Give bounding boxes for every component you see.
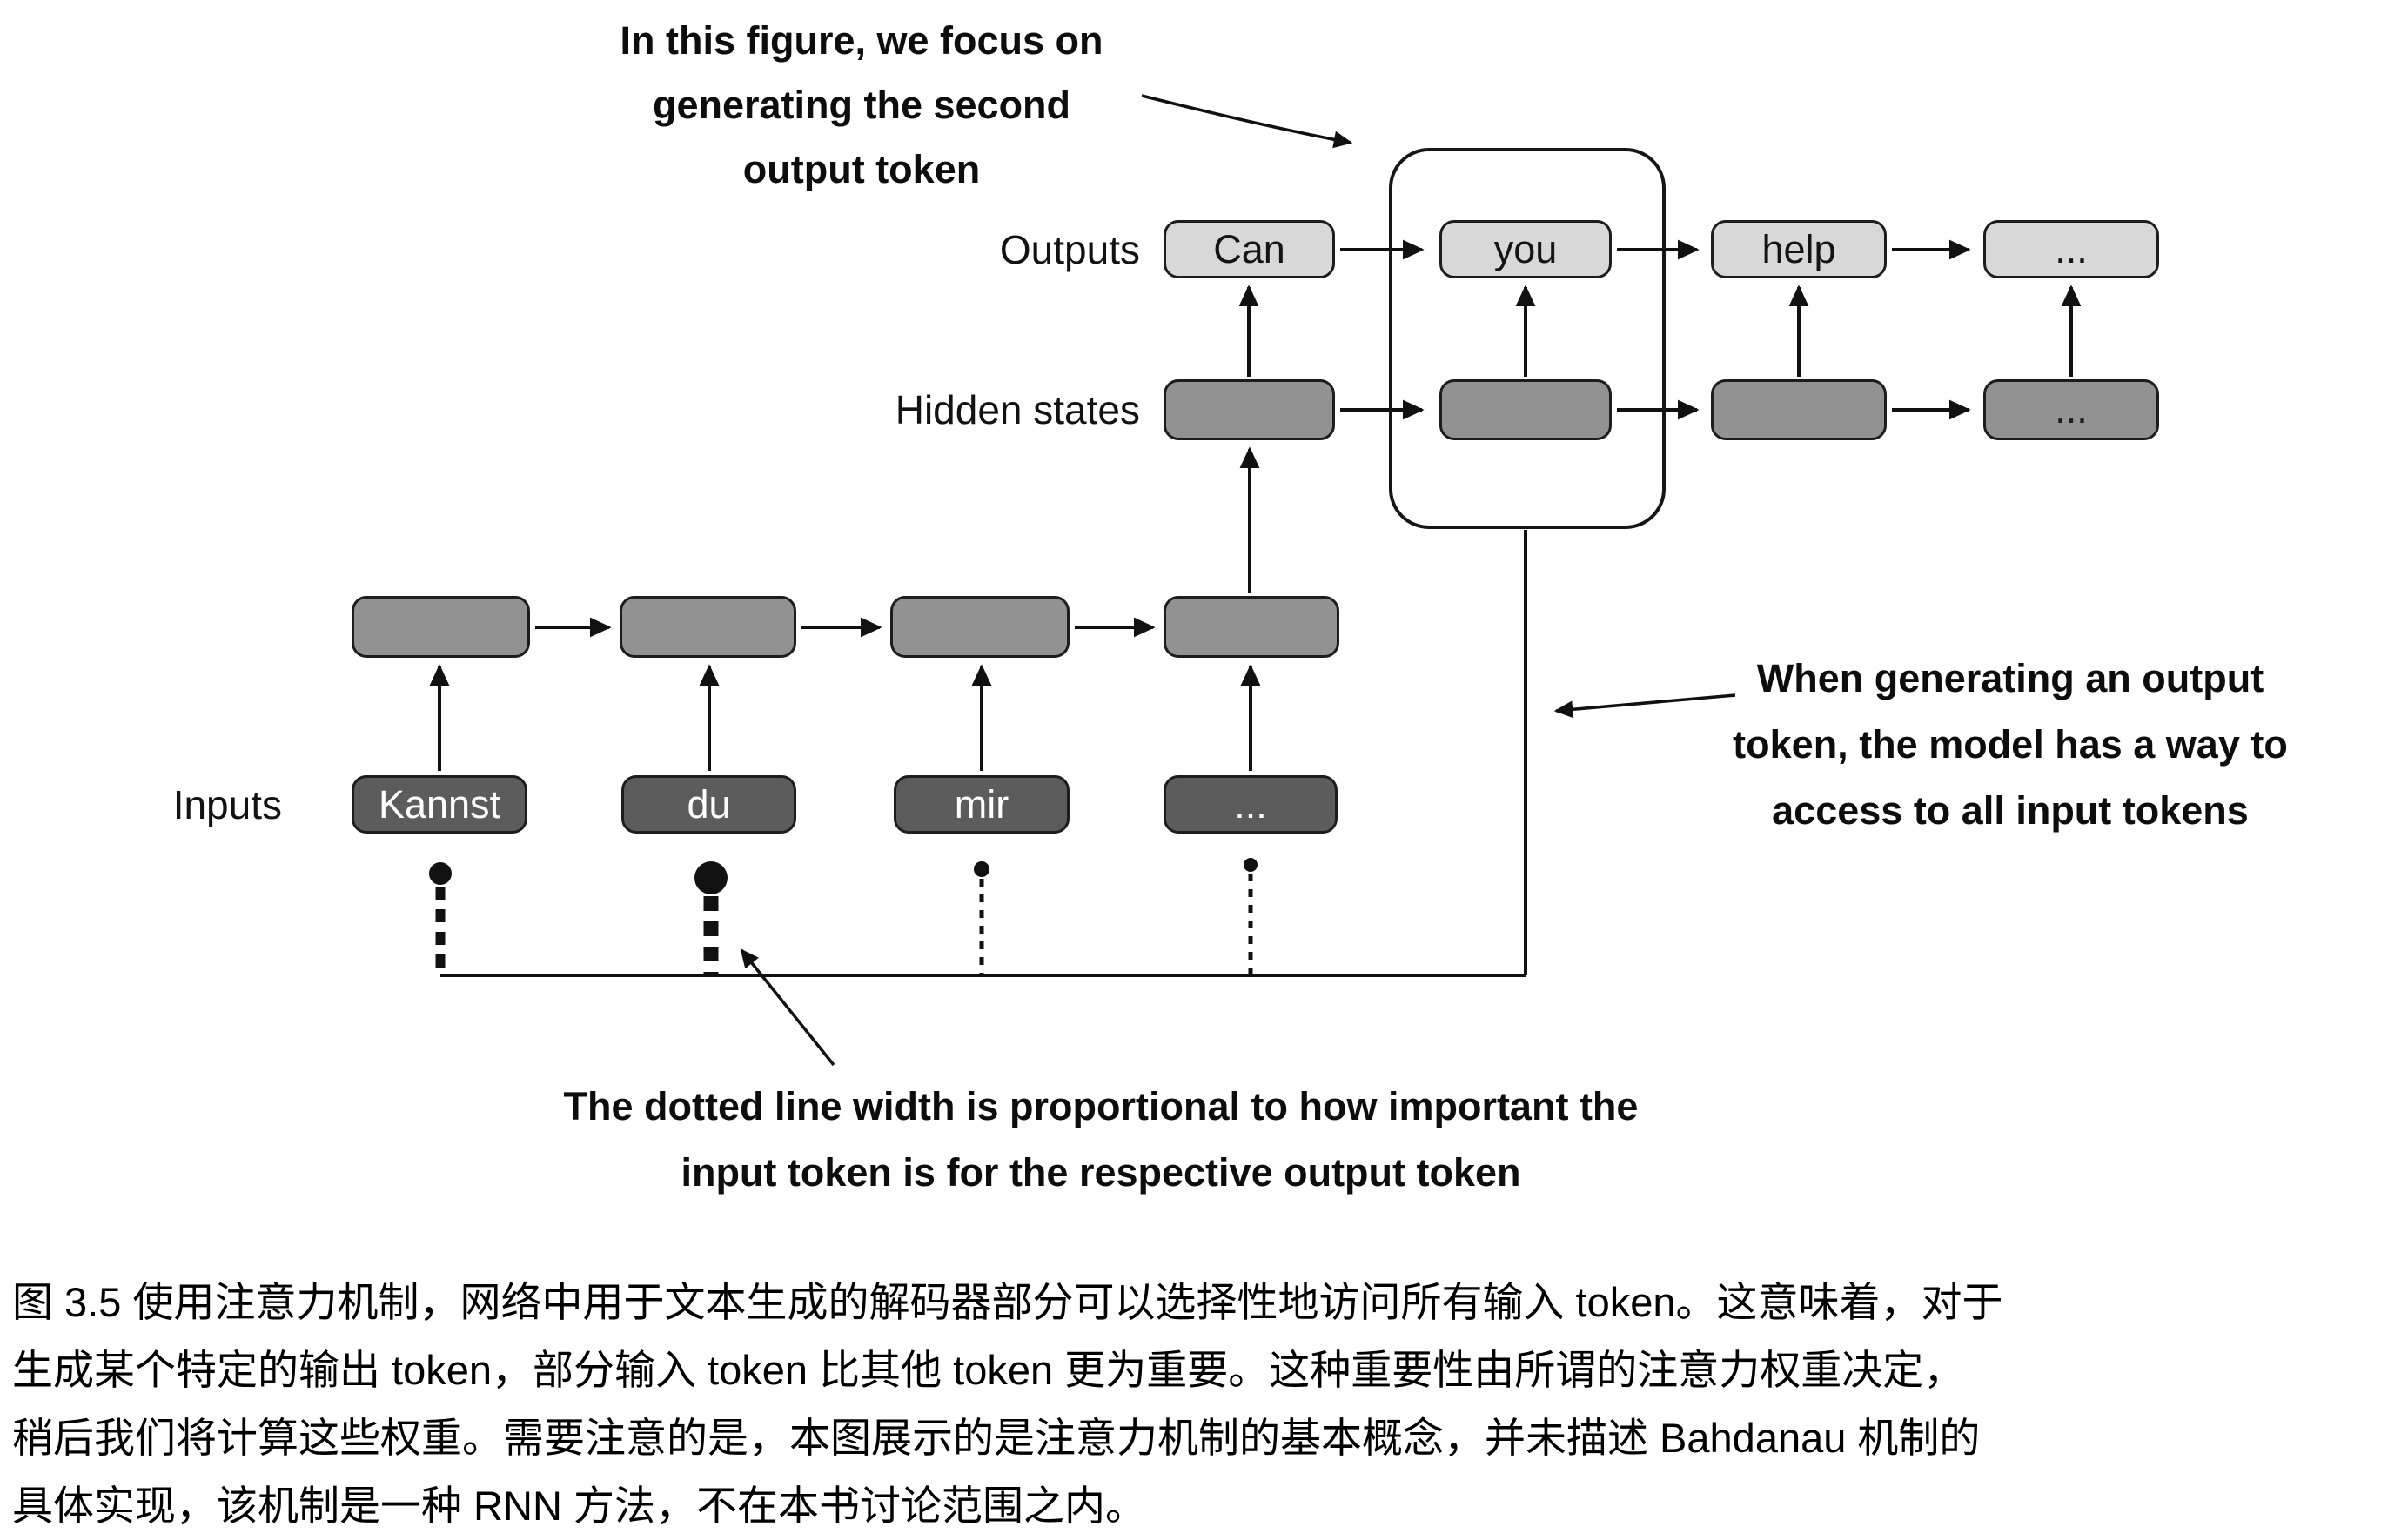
- annotation-top: In this figure, we focus on generating t…: [513, 9, 1210, 202]
- hidden-state-box-4: ...: [1983, 379, 2159, 440]
- caption-line: 图 3.5 使用注意力机制，网络中用于文本生成的解码器部分可以选择性地访问所有输…: [12, 1279, 2003, 1325]
- input-token-box-2: du: [621, 775, 796, 834]
- attention-dot-kannst: [429, 862, 452, 885]
- output-token-box-4: ...: [1983, 220, 2159, 278]
- attention-connector: [440, 530, 1527, 977]
- output-token-box-1: Can: [1164, 220, 1335, 278]
- annotation-right-line: token, the model has a way to: [1733, 722, 2288, 767]
- annotation-top-line: generating the second: [652, 83, 1071, 127]
- hidden-state-box-1: [1164, 379, 1335, 440]
- attention-dot-du: [694, 861, 728, 894]
- annotation-arrows: [740, 94, 1736, 1067]
- annotation-top-line: output token: [742, 147, 981, 191]
- annotation-bottom: The dotted line width is proportional to…: [522, 1074, 1680, 1206]
- focus-highlight-box: [1389, 148, 1666, 529]
- encoder-box-1: [352, 596, 530, 658]
- annotation-arrow-top: [1141, 94, 1353, 149]
- encoder-box-2: [620, 596, 796, 658]
- annotation-bottom-line: The dotted line width is proportional to…: [563, 1084, 1639, 1128]
- flow-arrows: [429, 239, 2082, 771]
- annotation-arrow-bottom: [740, 948, 835, 1067]
- encoder-box-4: [1164, 596, 1339, 658]
- output-token-box-2: you: [1439, 220, 1612, 278]
- output-token-box-3: help: [1711, 220, 1887, 278]
- caption-line: 具体实现，该机制是一种 RNN 方法，不在本书讨论范围之内。: [12, 1483, 1146, 1529]
- annotation-right: When generating an output token, the mod…: [1706, 646, 2315, 844]
- annotation-right-line: When generating an output: [1756, 656, 2264, 700]
- outputs-label: Outputs: [999, 227, 1140, 272]
- attention-dots: [429, 858, 1258, 894]
- annotation-top-line: In this figure, we focus on: [620, 18, 1103, 63]
- hidden-state-box-2: [1439, 379, 1612, 440]
- caption-line: 稍后我们将计算这些权重。需要注意的是，本图展示的是注意力机制的基本概念，并未描述…: [12, 1415, 1981, 1461]
- attention-weight-lines: [435, 874, 1253, 974]
- annotation-bottom-line: input token is for the respective output…: [681, 1150, 1521, 1195]
- hidden-states-label: Hidden states: [895, 387, 1140, 432]
- input-token-box-3: mir: [894, 775, 1070, 834]
- input-token-box-4: ...: [1164, 775, 1338, 834]
- attention-dot-ellipsis: [1244, 858, 1258, 872]
- input-token-box-1: Kannst: [352, 775, 527, 834]
- hidden-state-box-3: [1711, 379, 1887, 440]
- inputs-label: Inputs: [172, 782, 282, 827]
- attention-dot-mir: [974, 861, 989, 877]
- figure-caption: 图 3.5 使用注意力机制，网络中用于文本生成的解码器部分可以选择性地访问所有输…: [12, 1269, 2372, 1540]
- annotation-arrow-right: [1553, 693, 1736, 719]
- annotation-right-line: access to all input tokens: [1772, 788, 2249, 833]
- caption-line: 生成某个特定的输出 token，部分输入 token 比其他 token 更为重…: [12, 1347, 1965, 1393]
- encoder-box-3: [890, 596, 1070, 658]
